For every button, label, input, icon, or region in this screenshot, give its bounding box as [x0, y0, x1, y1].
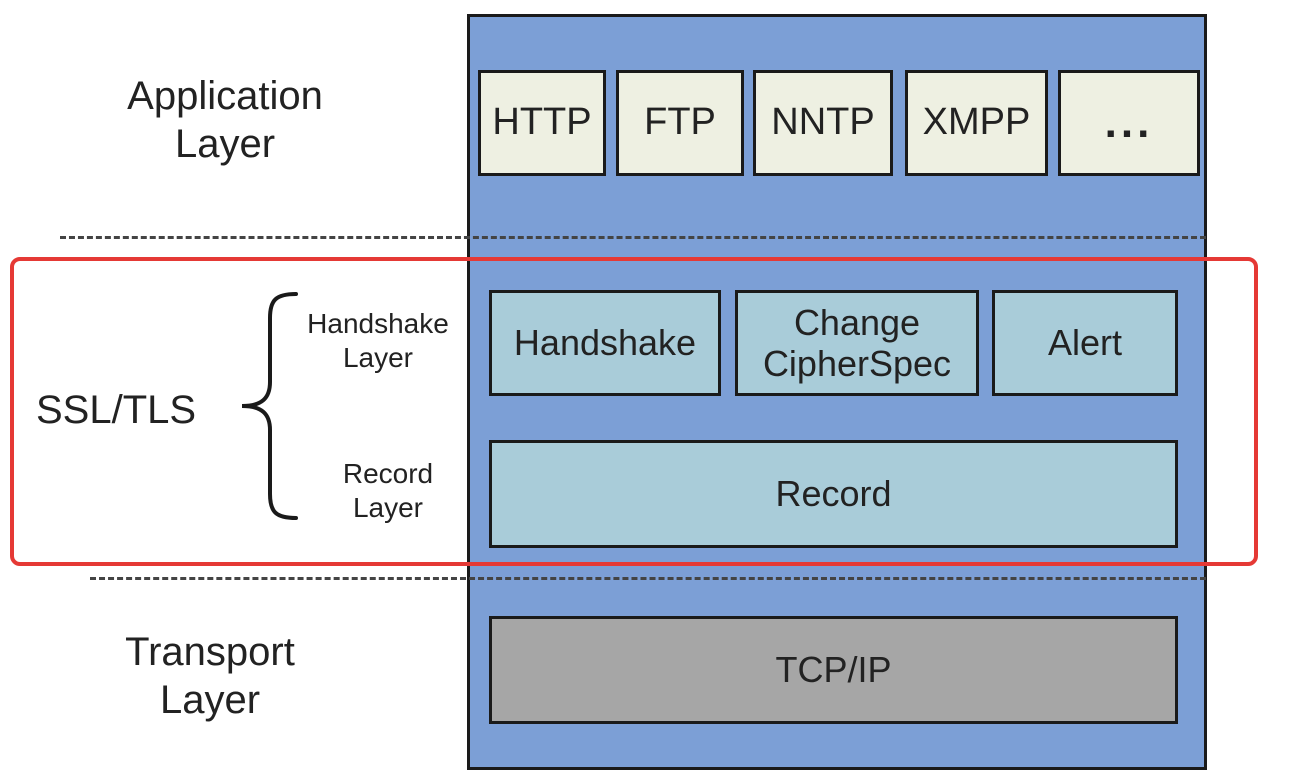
record-layer-label: Record Layer [298, 457, 478, 524]
protocol-box-http-label: HTTP [492, 101, 592, 144]
transport-layer-label-line2: Layer [159, 678, 261, 722]
protocol-box-tcp-ip: TCP/IP [489, 616, 1178, 724]
ssl-tls-highlight-frame [10, 257, 1258, 566]
protocol-box-tcp-ip-label: TCP/IP [775, 649, 892, 691]
curly-brace-icon [241, 292, 298, 520]
protocol-box-more: ... [1058, 70, 1200, 176]
separator-app-ssl [60, 236, 1206, 239]
protocol-box-handshake-label: Handshake [513, 322, 697, 364]
ssl-tls-label-text: SSL/TLS [36, 388, 197, 432]
transport-layer-label-line1: Transport [125, 630, 295, 674]
protocol-box-record-label: Record [775, 473, 892, 515]
application-layer-label: Application Layer [80, 72, 370, 168]
ssl-tls-label: SSL/TLS [36, 386, 226, 434]
transport-layer-label: Transport Layer [80, 628, 340, 724]
protocol-box-record: Record [489, 440, 1178, 548]
protocol-box-nntp: NNTP [753, 70, 893, 176]
protocol-box-more-label: ... [1104, 97, 1154, 147]
handshake-layer-label-line2: Layer [342, 341, 414, 373]
protocol-box-http: HTTP [478, 70, 606, 176]
record-layer-label-line1: Record [342, 458, 434, 489]
change-cipher-spec-line2: CipherSpec [762, 343, 952, 384]
protocol-box-ftp-label: FTP [644, 101, 716, 144]
protocol-box-xmpp-label: XMPP [922, 101, 1031, 144]
separator-ssl-transport [90, 577, 1206, 580]
record-layer-label-line2: Layer [352, 491, 424, 523]
protocol-box-handshake: Handshake [489, 290, 721, 396]
application-layer-label-line2: Layer [174, 122, 276, 166]
change-cipher-spec-line1: Change [793, 301, 921, 343]
protocol-box-change-cipher-spec: Change CipherSpec [735, 290, 979, 396]
protocol-box-nntp-label: NNTP [771, 101, 875, 144]
protocol-box-alert: Alert [992, 290, 1178, 396]
application-layer-label-line1: Application [127, 74, 323, 118]
handshake-layer-label-line1: Handshake [307, 308, 449, 339]
protocol-box-xmpp: XMPP [905, 70, 1048, 176]
protocol-box-alert-label: Alert [1047, 322, 1123, 364]
handshake-layer-label: Handshake Layer [288, 307, 468, 374]
protocol-box-ftp: FTP [616, 70, 744, 176]
